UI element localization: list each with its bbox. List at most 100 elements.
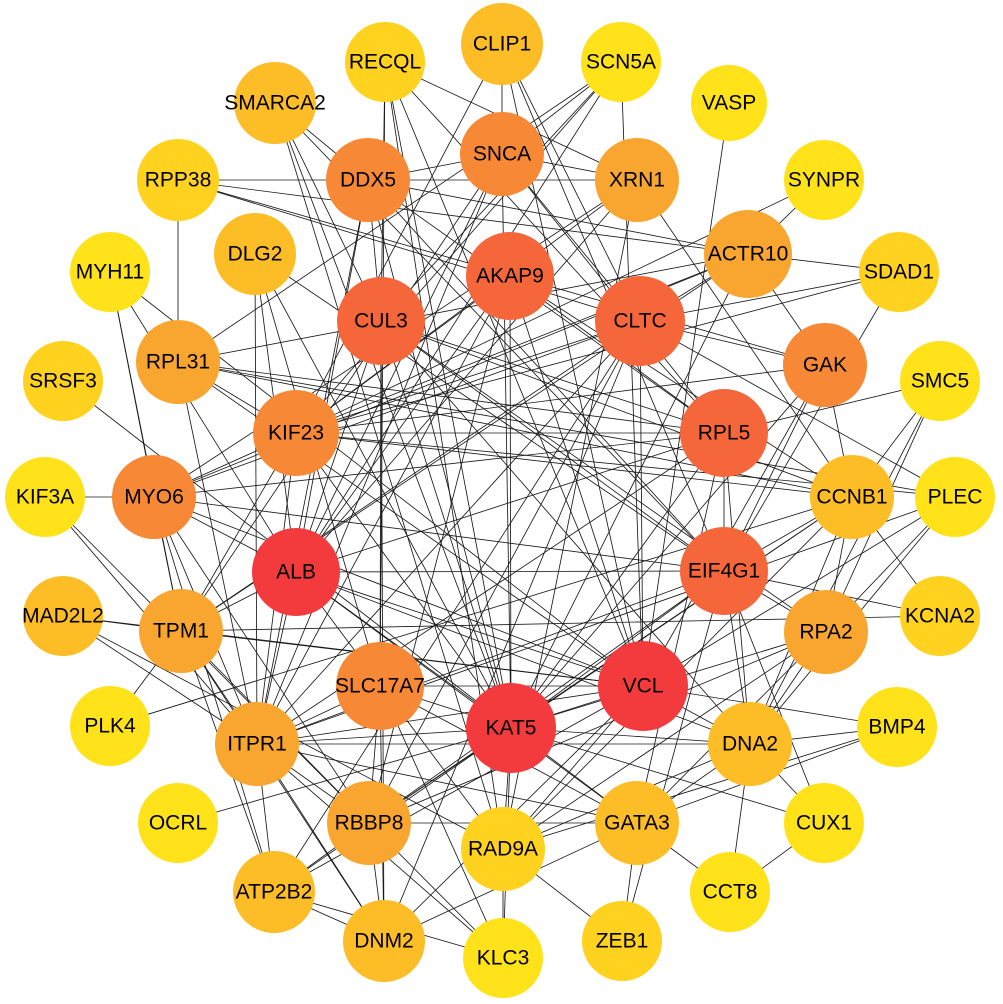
node-snca[interactable]: SNCA [460,112,544,196]
node-circle[interactable] [690,852,770,932]
node-rpp38[interactable]: RPP38 [137,139,219,221]
node-kif3a[interactable]: KIF3A [5,457,85,537]
node-sdad1[interactable]: SDAD1 [859,232,939,312]
node-circle[interactable] [345,22,425,102]
node-plk4[interactable]: PLK4 [70,686,150,766]
node-eif4g1[interactable]: EIF4G1 [680,527,768,615]
node-circle[interactable] [138,783,218,863]
node-dlg2[interactable]: DLG2 [214,213,296,295]
node-ocrl[interactable]: OCRL [138,783,218,863]
node-circle[interactable] [461,3,543,85]
node-kif23[interactable]: KIF23 [253,390,339,476]
node-circle[interactable] [680,389,768,477]
node-zeb1[interactable]: ZEB1 [582,901,662,981]
node-circle[interactable] [5,457,85,537]
node-circle[interactable] [460,112,544,196]
node-rpa2[interactable]: RPA2 [784,590,868,674]
node-circle[interactable] [112,455,196,539]
node-circle[interactable] [234,62,316,144]
node-circle[interactable] [784,140,864,220]
node-circle[interactable] [461,807,545,891]
node-klc3[interactable]: KLC3 [463,918,543,998]
node-circle[interactable] [581,22,661,102]
node-circle[interactable] [463,918,543,998]
node-circle[interactable] [215,702,299,786]
node-ddx5[interactable]: DDX5 [326,138,410,222]
node-circle[interactable] [598,641,688,731]
node-circle[interactable] [139,589,223,673]
node-circle[interactable] [582,901,662,981]
node-actr10[interactable]: ACTR10 [704,210,792,298]
node-circle[interactable] [233,851,315,933]
node-bmp4[interactable]: BMP4 [857,687,937,767]
node-circle[interactable] [708,702,792,786]
node-atp2b2[interactable]: ATP2B2 [233,851,315,933]
node-circle[interactable] [336,642,424,730]
node-gata3[interactable]: GATA3 [595,781,679,865]
node-plec[interactable]: PLEC [915,457,995,537]
node-circle[interactable] [595,276,685,366]
node-kat5[interactable]: KAT5 [466,683,556,773]
node-cltc[interactable]: CLTC [595,276,685,366]
node-smc5[interactable]: SMC5 [900,341,980,421]
node-circle[interactable] [857,687,937,767]
node-vcl[interactable]: VCL [598,641,688,731]
node-clip1[interactable]: CLIP1 [461,3,543,85]
node-synpr[interactable]: SYNPR [784,140,864,220]
node-akap9[interactable]: AKAP9 [466,232,554,320]
node-myh11[interactable]: MYH11 [70,232,150,312]
node-circle[interactable] [214,213,296,295]
node-cul3[interactable]: CUL3 [337,277,425,365]
node-circle[interactable] [252,528,340,616]
node-circle[interactable] [915,457,995,537]
node-tpm1[interactable]: TPM1 [139,589,223,673]
node-srsf3[interactable]: SRSF3 [23,341,103,421]
node-circle[interactable] [343,900,425,982]
node-circle[interactable] [327,781,411,865]
node-circle[interactable] [326,138,410,222]
node-circle[interactable] [784,590,868,674]
node-circle[interactable] [137,139,219,221]
node-circle[interactable] [595,781,679,865]
node-circle[interactable] [466,232,554,320]
node-myo6[interactable]: MYO6 [112,455,196,539]
node-circle[interactable] [466,683,556,773]
node-mad2l2[interactable]: MAD2L2 [22,576,104,656]
node-rpl5[interactable]: RPL5 [680,389,768,477]
node-smarca2[interactable]: SMARCA2 [224,62,326,144]
node-circle[interactable] [691,65,767,141]
node-circle[interactable] [70,686,150,766]
node-circle[interactable] [23,576,103,656]
node-dna2[interactable]: DNA2 [708,702,792,786]
node-circle[interactable] [859,232,939,312]
node-circle[interactable] [23,341,103,421]
node-rpl31[interactable]: RPL31 [136,320,220,404]
node-rad9a[interactable]: RAD9A [461,807,545,891]
node-cux1[interactable]: CUX1 [784,783,864,863]
node-recql[interactable]: RECQL [345,22,425,102]
node-dnm2[interactable]: DNM2 [343,900,425,982]
node-circle[interactable] [704,210,792,298]
node-circle[interactable] [253,390,339,476]
node-slc17a7[interactable]: SLC17A7 [335,642,425,730]
node-circle[interactable] [784,783,864,863]
node-circle[interactable] [337,277,425,365]
node-circle[interactable] [136,320,220,404]
node-ccnb1[interactable]: CCNB1 [810,455,894,539]
node-rbbp8[interactable]: RBBP8 [327,781,411,865]
node-circle[interactable] [595,138,679,222]
node-circle[interactable] [900,341,980,421]
node-circle[interactable] [900,576,980,656]
node-cct8[interactable]: CCT8 [690,852,770,932]
node-scn5a[interactable]: SCN5A [581,22,661,102]
node-kcna2[interactable]: KCNA2 [900,576,980,656]
node-xrn1[interactable]: XRN1 [595,138,679,222]
node-circle[interactable] [70,232,150,312]
node-circle[interactable] [680,527,768,615]
node-circle[interactable] [783,323,867,407]
node-circle[interactable] [810,455,894,539]
node-gak[interactable]: GAK [783,323,867,407]
node-itpr1[interactable]: ITPR1 [215,702,299,786]
node-vasp[interactable]: VASP [691,65,767,141]
node-alb[interactable]: ALB [252,528,340,616]
